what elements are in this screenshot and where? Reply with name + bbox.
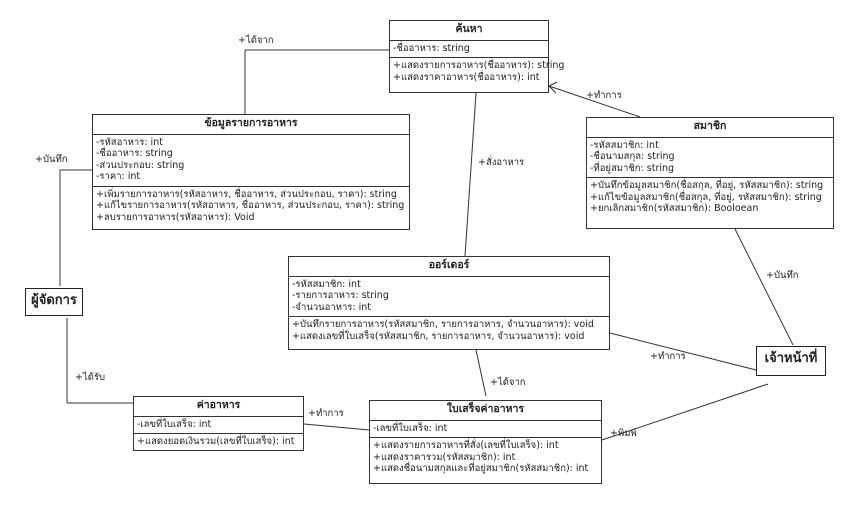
- methods: +แสดงรายการอาหาร(ชื่ออาหาร): string +แสด…: [390, 58, 565, 86]
- line-member-staff: [734, 228, 794, 346]
- class-title: ข้อมูลรายการอาหาร: [93, 115, 409, 135]
- method: +บันทึกข้อมูลสมาชิก(ชื่อสกุล, ที่อยู่, ร…: [590, 180, 824, 191]
- method: +บันทึกรายการอาหาร(รหัสสมาชิก, รายการอาห…: [292, 319, 594, 330]
- attributes: -เลขที่ใบเสร็จ: int: [370, 421, 601, 438]
- method: +ยกเลิกสมาชิก(รหัสสมาชิก): Booloean: [590, 203, 759, 214]
- label-get-from-mid: +ได้จาก: [490, 377, 526, 388]
- attribute: -เลขที่ใบเสร็จ: int: [137, 418, 212, 430]
- methods: +บันทึกข้อมูลสมาชิก(ชื่อสกุล, ที่อยู่, ร…: [587, 178, 833, 218]
- arrowhead: [548, 81, 558, 94]
- label-do-member: +ทำการ: [586, 90, 622, 101]
- attributes: -รหัสสมาชิก: int -รายการอาหาร: string -จ…: [289, 277, 609, 317]
- class-title: ออร์เดอร์: [289, 257, 609, 277]
- label-save-right: +บันทึก: [766, 270, 799, 281]
- attribute: -รายการอาหาร: string: [292, 290, 389, 301]
- actor-manager: ผู้จัดการ: [25, 288, 83, 316]
- method: +แสดงราคารวม(รหัสสมาชิก): int: [373, 451, 516, 463]
- label-print: +พิมพ์: [610, 428, 637, 439]
- actor-staff: เจ้าหน้าที่: [756, 346, 826, 376]
- line-search-order: [464, 92, 477, 257]
- method: +แก้ไขข้อมูลสมาชิก(ชื่อสกุล, ที่อยู่, รห…: [590, 191, 822, 203]
- class-search: ค้นหา -ชื่ออาหาร: string +แสดงรายการอาหา…: [389, 20, 565, 93]
- attribute: -ชื่ออาหาร: string: [96, 148, 173, 159]
- class-food-info: ข้อมูลรายการอาหาร -รหัสอาหาร: int -ชื่ออ…: [92, 114, 410, 230]
- methods: +บันทึกรายการอาหาร(รหัสสมาชิก, รายการอาห…: [289, 317, 609, 345]
- attribute: -รหัสอาหาร: int: [96, 136, 163, 148]
- class-title: ค่าอาหาร: [134, 397, 303, 417]
- attributes: -เลขที่ใบเสร็จ: int: [134, 417, 303, 434]
- attributes: -รหัสสมาชิก: int -ชื่อนามสกุล: string -ท…: [587, 138, 833, 178]
- methods: +แสดงยอดเงินรวม(เลขที่ใบเสร็จ): int: [134, 434, 303, 451]
- method: +แสดงยอดเงินรวม(เลขที่ใบเสร็จ): int: [137, 436, 295, 447]
- method: +แสดงรายการอาหารที่สั่ง(เลขที่ใบเสร็จ): …: [373, 440, 559, 451]
- attribute: -จำนวนอาหาร: int: [292, 301, 371, 313]
- label-order-food: +สั่งอาหาร: [478, 157, 525, 168]
- methods: +แสดงรายการอาหารที่สั่ง(เลขที่ใบเสร็จ): …: [370, 438, 601, 478]
- attribute: -ราคา: int: [96, 171, 141, 182]
- attribute: -ชื่ออาหาร: string: [393, 42, 470, 54]
- attribute: -ส่วนประกอบ: string: [96, 159, 185, 171]
- class-title: สมาชิก: [587, 118, 833, 138]
- method: +แก้ไขรายการอาหาร(รหัสอาหาร, ชื่ออาหาร, …: [96, 200, 405, 211]
- method: +แสดงเลขที่ใบเสร็จ(รหัสสมาชิก, รายการอาห…: [292, 330, 585, 342]
- line-foodcost-receipt: [303, 423, 370, 431]
- class-title: ใบเสร็จค่าอาหาร: [370, 401, 601, 421]
- class-title: ค้นหา: [390, 21, 548, 41]
- method: +แสดงรายการอาหาร(ชื่ออาหาร): string: [393, 60, 565, 71]
- attributes: -ชื่ออาหาร: string: [390, 41, 548, 58]
- attribute: -ชื่อนามสกุล: string: [590, 151, 675, 162]
- attribute: -เลขที่ใบเสร็จ: int: [373, 422, 448, 434]
- class-receipt: ใบเสร็จค่าอาหาร -เลขที่ใบเสร็จ: int +แสด…: [369, 400, 602, 484]
- class-food-cost: ค่าอาหาร -เลขที่ใบเสร็จ: int +แสดงยอดเงิ…: [133, 396, 304, 451]
- class-order: ออร์เดอร์ -รหัสสมาชิก: int -รายการอาหาร:…: [288, 256, 610, 350]
- label-get-from-top: +ได้จาก: [238, 35, 274, 46]
- line-member-search: [548, 85, 641, 118]
- method: +เพิ่มรายการอาหาร(รหัสอาหาร, ชื่ออาหาร, …: [96, 188, 397, 200]
- label-save-left: +บันทึก: [35, 154, 68, 165]
- class-member: สมาชิก -รหัสสมาชิก: int -ชื่อนามสกุล: st…: [586, 117, 834, 229]
- methods: +เพิ่มรายการอาหาร(รหัสอาหาร, ชื่ออาหาร, …: [93, 187, 409, 227]
- line-order-receipt: [475, 349, 487, 397]
- method: +แสดงชื่อนามสกุลและที่อยู่สมาชิก(รหัสสมา…: [373, 463, 589, 474]
- attribute: -รหัสสมาชิก: int: [590, 139, 659, 151]
- line-order-staff: [609, 332, 757, 371]
- line-receipt-staff: [601, 383, 769, 441]
- method: +แสดงราคาอาหาร(ชื่ออาหาร): int: [393, 71, 540, 83]
- method: +ลบรายการอาหาร(รหัสอาหาร): Void: [96, 211, 255, 223]
- label-do-order: +ทำการ: [650, 351, 686, 362]
- label-receive: +ได้รับ: [75, 372, 106, 383]
- attribute: -รหัสสมาชิก: int: [292, 278, 361, 290]
- label-do-receipt: +ทำการ: [308, 408, 344, 419]
- attributes: -รหัสอาหาร: int -ชื่ออาหาร: string -ส่วน…: [93, 135, 409, 187]
- attribute: -ที่อยู่สมาชิก: string: [590, 162, 675, 174]
